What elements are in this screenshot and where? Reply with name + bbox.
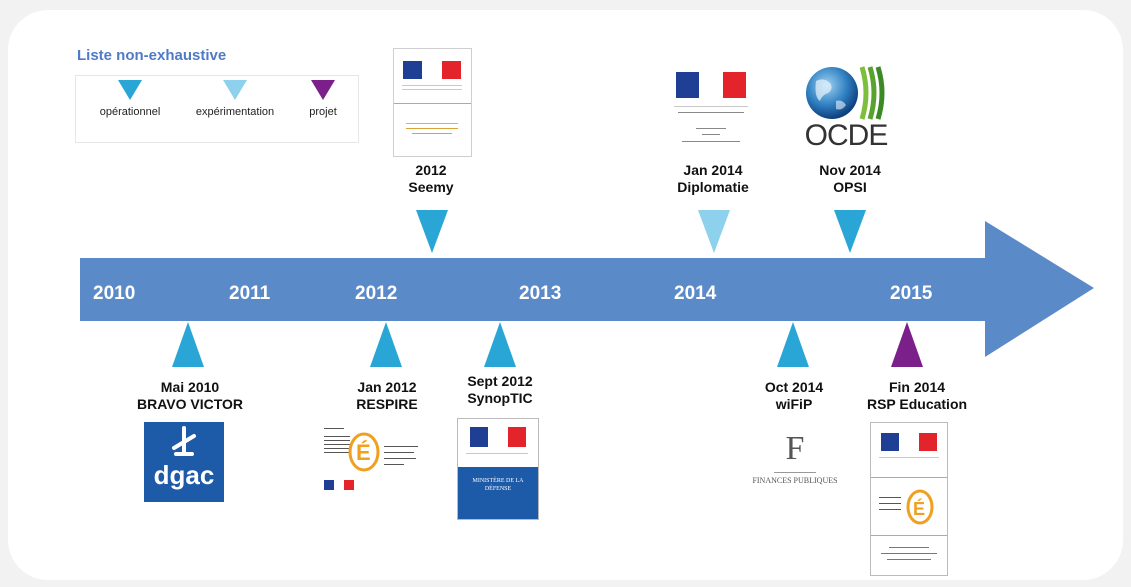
event-date: Oct 2014 (764, 379, 824, 395)
event-name: OPSI (833, 179, 867, 195)
event-bravo-victor: Mai 2010 BRAVO VICTOR (137, 379, 243, 413)
operational-triangle-icon (118, 80, 142, 100)
legend-label: projet (309, 106, 337, 118)
event-marker-opsi (834, 210, 866, 253)
french-flag-icon (403, 61, 461, 79)
event-diplomatie: Jan 2014 Diplomatie (677, 162, 749, 196)
year-label: 2014 (674, 283, 717, 304)
finances-publiques-wordmark: FINANCES PUBLIQUES (752, 476, 838, 485)
french-flag-icon (676, 72, 746, 98)
year-label: 2013 (519, 283, 562, 304)
legend-item-operationnel: opérationnel (84, 80, 176, 118)
event-name: wiFiP (775, 396, 813, 412)
event-name: RSP Education (866, 396, 968, 412)
event-opsi: Nov 2014 OPSI (819, 162, 880, 196)
year-label: 2012 (355, 283, 398, 304)
legend-label: opérationnel (99, 106, 161, 118)
respire-education-logo: É (318, 424, 422, 498)
french-flag-icon (324, 480, 354, 490)
event-marker-bravo-victor (172, 322, 204, 367)
experimentation-triangle-icon (223, 80, 247, 100)
event-date: Sept 2012 (467, 373, 533, 389)
dgac-wordmark: dgac (153, 460, 215, 490)
project-triangle-icon (311, 80, 335, 100)
legend-item-projet: projet (298, 80, 348, 118)
finances-f-icon: F (785, 430, 805, 467)
event-name: Diplomatie (677, 179, 749, 195)
event-marker-seemy (416, 210, 448, 253)
event-seemy: 2012 Seemy (408, 162, 453, 196)
event-marker-diplomatie (698, 210, 730, 253)
event-wifip: Oct 2014 wiFiP (765, 379, 823, 413)
event-date: 2012 (415, 162, 447, 178)
dgac-logo: dgac (144, 422, 224, 502)
legend-title: Liste non-exhaustive (77, 47, 227, 64)
event-date: Fin 2014 (888, 379, 946, 395)
event-name: BRAVO VICTOR (136, 396, 244, 412)
event-rsp-education: Fin 2014 RSP Education (867, 379, 967, 413)
defense-ministry-name: MINISTÈRE DE LA DÉFENSE (472, 478, 524, 492)
event-marker-wifip (777, 322, 809, 367)
event-name: SynopTIC (467, 390, 533, 406)
ocde-logo: OCDE (800, 63, 892, 153)
defense-ministry-logo: MINISTÈRE DE LA DÉFENSE (457, 418, 539, 520)
plane-icon (172, 426, 196, 456)
legend-label: expérimentation (195, 106, 275, 118)
ocde-wordmark: OCDE (804, 119, 889, 152)
event-name: RESPIRE (356, 396, 418, 412)
legend-item-experimentation: expérimentation (180, 80, 290, 118)
event-respire: Jan 2012 RESPIRE (356, 379, 417, 413)
event-marker-rsp-education (891, 322, 923, 367)
event-date: Nov 2014 (819, 162, 881, 178)
year-label: 2010 (93, 283, 136, 304)
legend: opérationnel expérimentation projet (75, 75, 359, 143)
svg-text:É: É (356, 440, 371, 465)
french-flag-icon (470, 427, 526, 447)
event-marker-respire (370, 322, 402, 367)
event-date: Mai 2010 (160, 379, 220, 395)
event-date: Jan 2014 (683, 162, 743, 178)
event-synoptic: Sept 2012 SynopTIC (467, 373, 532, 407)
rsp-education-logo: É (870, 422, 948, 576)
event-date: Jan 2012 (357, 379, 417, 395)
education-e-icon: É (906, 489, 934, 525)
event-marker-synoptic (484, 322, 516, 367)
globe-icon (806, 66, 885, 120)
seemy-ministry-logo (393, 48, 472, 157)
year-label: 2015 (890, 283, 933, 304)
finances-publiques-logo: F FINANCES PUBLIQUES (740, 430, 850, 490)
timeline-arrow (80, 221, 1094, 357)
year-label: 2011 (229, 283, 271, 304)
svg-text:É: É (913, 498, 925, 519)
french-flag-icon (881, 433, 937, 451)
education-e-icon: É (348, 432, 380, 472)
event-name: Seemy (408, 179, 454, 195)
diplomatie-ministry-logo (668, 70, 754, 154)
